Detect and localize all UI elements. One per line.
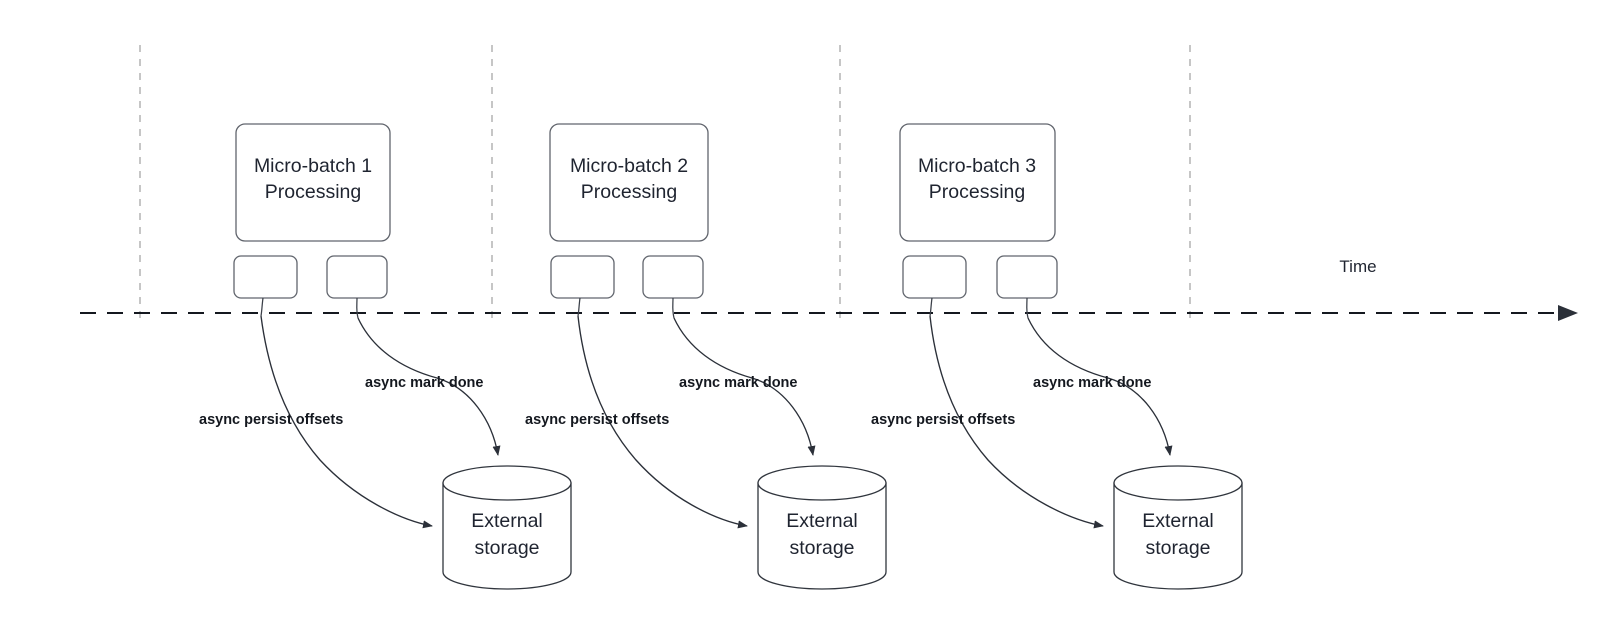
flow-2-persist-offsets (577, 315, 748, 529)
process-box-2[interactable] (549, 123, 709, 242)
process-box-3[interactable] (899, 123, 1056, 242)
task-box-2-persist[interactable] (550, 255, 615, 299)
connector-3-persist (929, 297, 933, 317)
task-box-2-mark[interactable] (642, 255, 704, 299)
external-storage-1[interactable] (442, 465, 572, 590)
process-box-1-line2: Processing (265, 181, 361, 203)
connector-1-mark (356, 297, 359, 319)
task-box-1-mark[interactable] (326, 255, 388, 299)
process-box-3-line1: Micro-batch 3 (918, 155, 1036, 177)
external-storage-2[interactable] (757, 465, 887, 590)
flow-1-persist-offsets (260, 315, 433, 529)
label-1-mark-done: async mark done (365, 375, 483, 391)
label-1-persist-offsets: async persist offsets (199, 412, 343, 428)
process-box-2-line2: Processing (581, 181, 677, 203)
external-storage-3-line1: External (1142, 510, 1214, 532)
task-box-3-mark[interactable] (996, 255, 1058, 299)
timeline-arrowhead (1558, 305, 1578, 321)
task-box-1-persist[interactable] (233, 255, 298, 299)
process-box-1[interactable] (235, 123, 391, 242)
label-3-mark-done: async mark done (1033, 375, 1151, 391)
label-2-mark-done: async mark done (679, 375, 797, 391)
time-axis-label: Time (1339, 257, 1376, 276)
time-axis: Time (80, 257, 1578, 321)
external-storage-1-line1: External (471, 510, 543, 532)
process-box-2-line1: Micro-batch 2 (570, 155, 688, 177)
separator-group (139, 45, 1191, 318)
micro-batch-group-2: Micro-batch 2 Processing async persist o… (525, 123, 887, 590)
micro-batch-group-1: Micro-batch 1 Processing async persist o… (199, 123, 572, 590)
connector-2-persist (577, 297, 581, 317)
label-3-persist-offsets: async persist offsets (871, 412, 1015, 428)
external-storage-3-line2: storage (1145, 537, 1210, 559)
process-box-1-line1: Micro-batch 1 (254, 155, 372, 177)
flow-3-persist-offsets (929, 315, 1104, 529)
external-storage-2-line1: External (786, 510, 858, 532)
connector-3-mark (1026, 297, 1029, 319)
process-box-3-line2: Processing (929, 181, 1025, 203)
external-storage-2-line2: storage (789, 537, 854, 559)
label-2-persist-offsets: async persist offsets (525, 412, 669, 428)
flow-3-mark-done (1027, 317, 1173, 456)
connector-2-mark (672, 297, 675, 319)
connector-1-persist (260, 297, 264, 317)
external-storage-3[interactable] (1113, 465, 1243, 590)
flow-2-mark-done (673, 317, 816, 456)
external-storage-1-line2: storage (474, 537, 539, 559)
task-box-3-persist[interactable] (902, 255, 967, 299)
flow-1-mark-done (357, 317, 501, 456)
micro-batch-group-3: Micro-batch 3 Processing async persist o… (871, 123, 1243, 590)
